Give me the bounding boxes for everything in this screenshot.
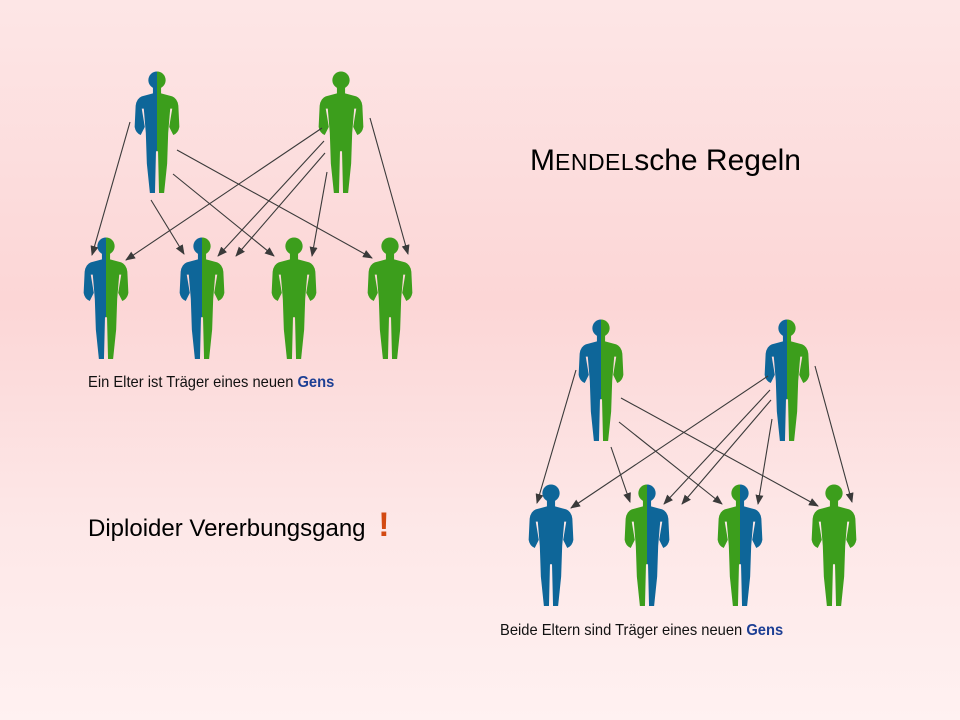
inheritance-arrow bbox=[570, 375, 769, 509]
inheritance-arrow bbox=[535, 369, 577, 504]
inheritance-arrow bbox=[663, 389, 771, 505]
child-figure bbox=[528, 484, 574, 606]
parent-figure-carrier bbox=[578, 319, 624, 441]
inheritance-arrow bbox=[90, 121, 131, 256]
inheritance-arrow bbox=[814, 365, 854, 503]
inheritance-arrow bbox=[125, 127, 323, 261]
exclamation-mark: ! bbox=[378, 506, 390, 544]
parent-figure bbox=[318, 71, 364, 193]
inheritance-arrow bbox=[618, 421, 723, 505]
inheritance-arrow bbox=[217, 140, 325, 257]
child-figure bbox=[271, 237, 317, 359]
gene-word: Gens bbox=[746, 622, 784, 639]
diploid-note: Diploider Vererbungsgang ! bbox=[88, 506, 390, 544]
caption-one-parent: Ein Elter ist Träger eines neuen Gens bbox=[88, 374, 335, 391]
child-figure bbox=[179, 237, 225, 359]
child-figure bbox=[624, 484, 670, 606]
inheritance-arrow bbox=[369, 117, 410, 255]
slide-title: MENDELsche Regeln bbox=[530, 144, 801, 177]
inheritance-arrow bbox=[172, 173, 275, 257]
inheritance-arrow bbox=[235, 152, 326, 257]
inheritance-arrow bbox=[176, 149, 373, 259]
child-figure bbox=[717, 484, 763, 606]
child-figure bbox=[811, 484, 857, 606]
gene-word: Gens bbox=[297, 374, 335, 391]
caption-both-parents: Beide Eltern sind Träger eines neuen Gen… bbox=[500, 622, 784, 639]
child-figure bbox=[367, 237, 413, 359]
parent-figure-carrier bbox=[134, 71, 180, 193]
child-figure bbox=[83, 237, 129, 359]
inheritance-arrow bbox=[620, 397, 819, 507]
inheritance-arrow bbox=[755, 418, 773, 505]
inheritance-arrow bbox=[681, 399, 772, 505]
inheritance-arrow bbox=[150, 199, 185, 255]
inheritance-arrow bbox=[309, 171, 328, 257]
